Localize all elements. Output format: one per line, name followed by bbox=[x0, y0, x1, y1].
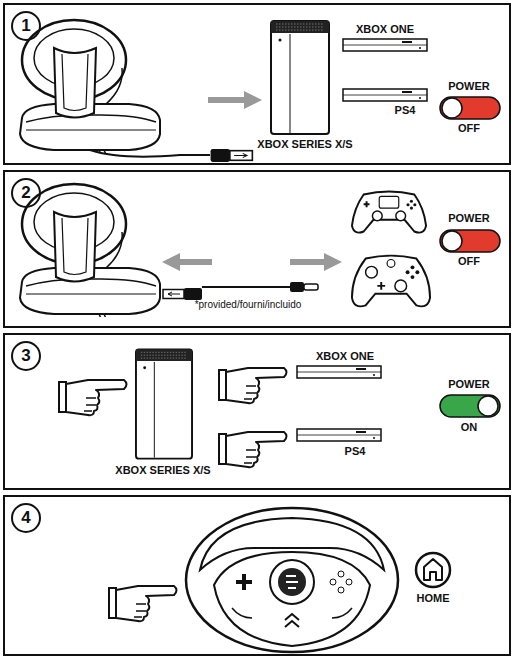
label: OFF bbox=[458, 122, 480, 135]
label: *provided/fourni/incluido bbox=[195, 298, 302, 311]
step-panel: 3 bbox=[3, 333, 511, 490]
step-panel: 4 bbox=[3, 495, 511, 656]
label: POWER bbox=[448, 378, 490, 391]
step-number: 2 bbox=[11, 178, 41, 208]
label: OFF bbox=[458, 255, 480, 268]
power-switch bbox=[440, 97, 500, 119]
power-switch bbox=[440, 395, 500, 417]
label: ON bbox=[461, 421, 478, 434]
step-number: 3 bbox=[11, 341, 41, 371]
label: XBOX SERIES X/S bbox=[115, 464, 210, 477]
label: XBOX ONE bbox=[316, 350, 374, 363]
step-number: 4 bbox=[11, 503, 41, 533]
home-icon bbox=[416, 553, 450, 587]
label: XBOX ONE bbox=[356, 23, 414, 36]
power-switch bbox=[440, 230, 500, 252]
steering-wheel bbox=[186, 508, 398, 652]
label: PS4 bbox=[345, 445, 366, 458]
label: POWER bbox=[448, 212, 490, 225]
step-number: 1 bbox=[11, 11, 41, 41]
label: PS4 bbox=[395, 104, 416, 117]
label: XBOX SERIES X/S bbox=[257, 138, 352, 151]
label: HOME bbox=[417, 592, 450, 605]
step-panel: 1 bbox=[3, 3, 511, 165]
label: POWER bbox=[448, 80, 490, 93]
